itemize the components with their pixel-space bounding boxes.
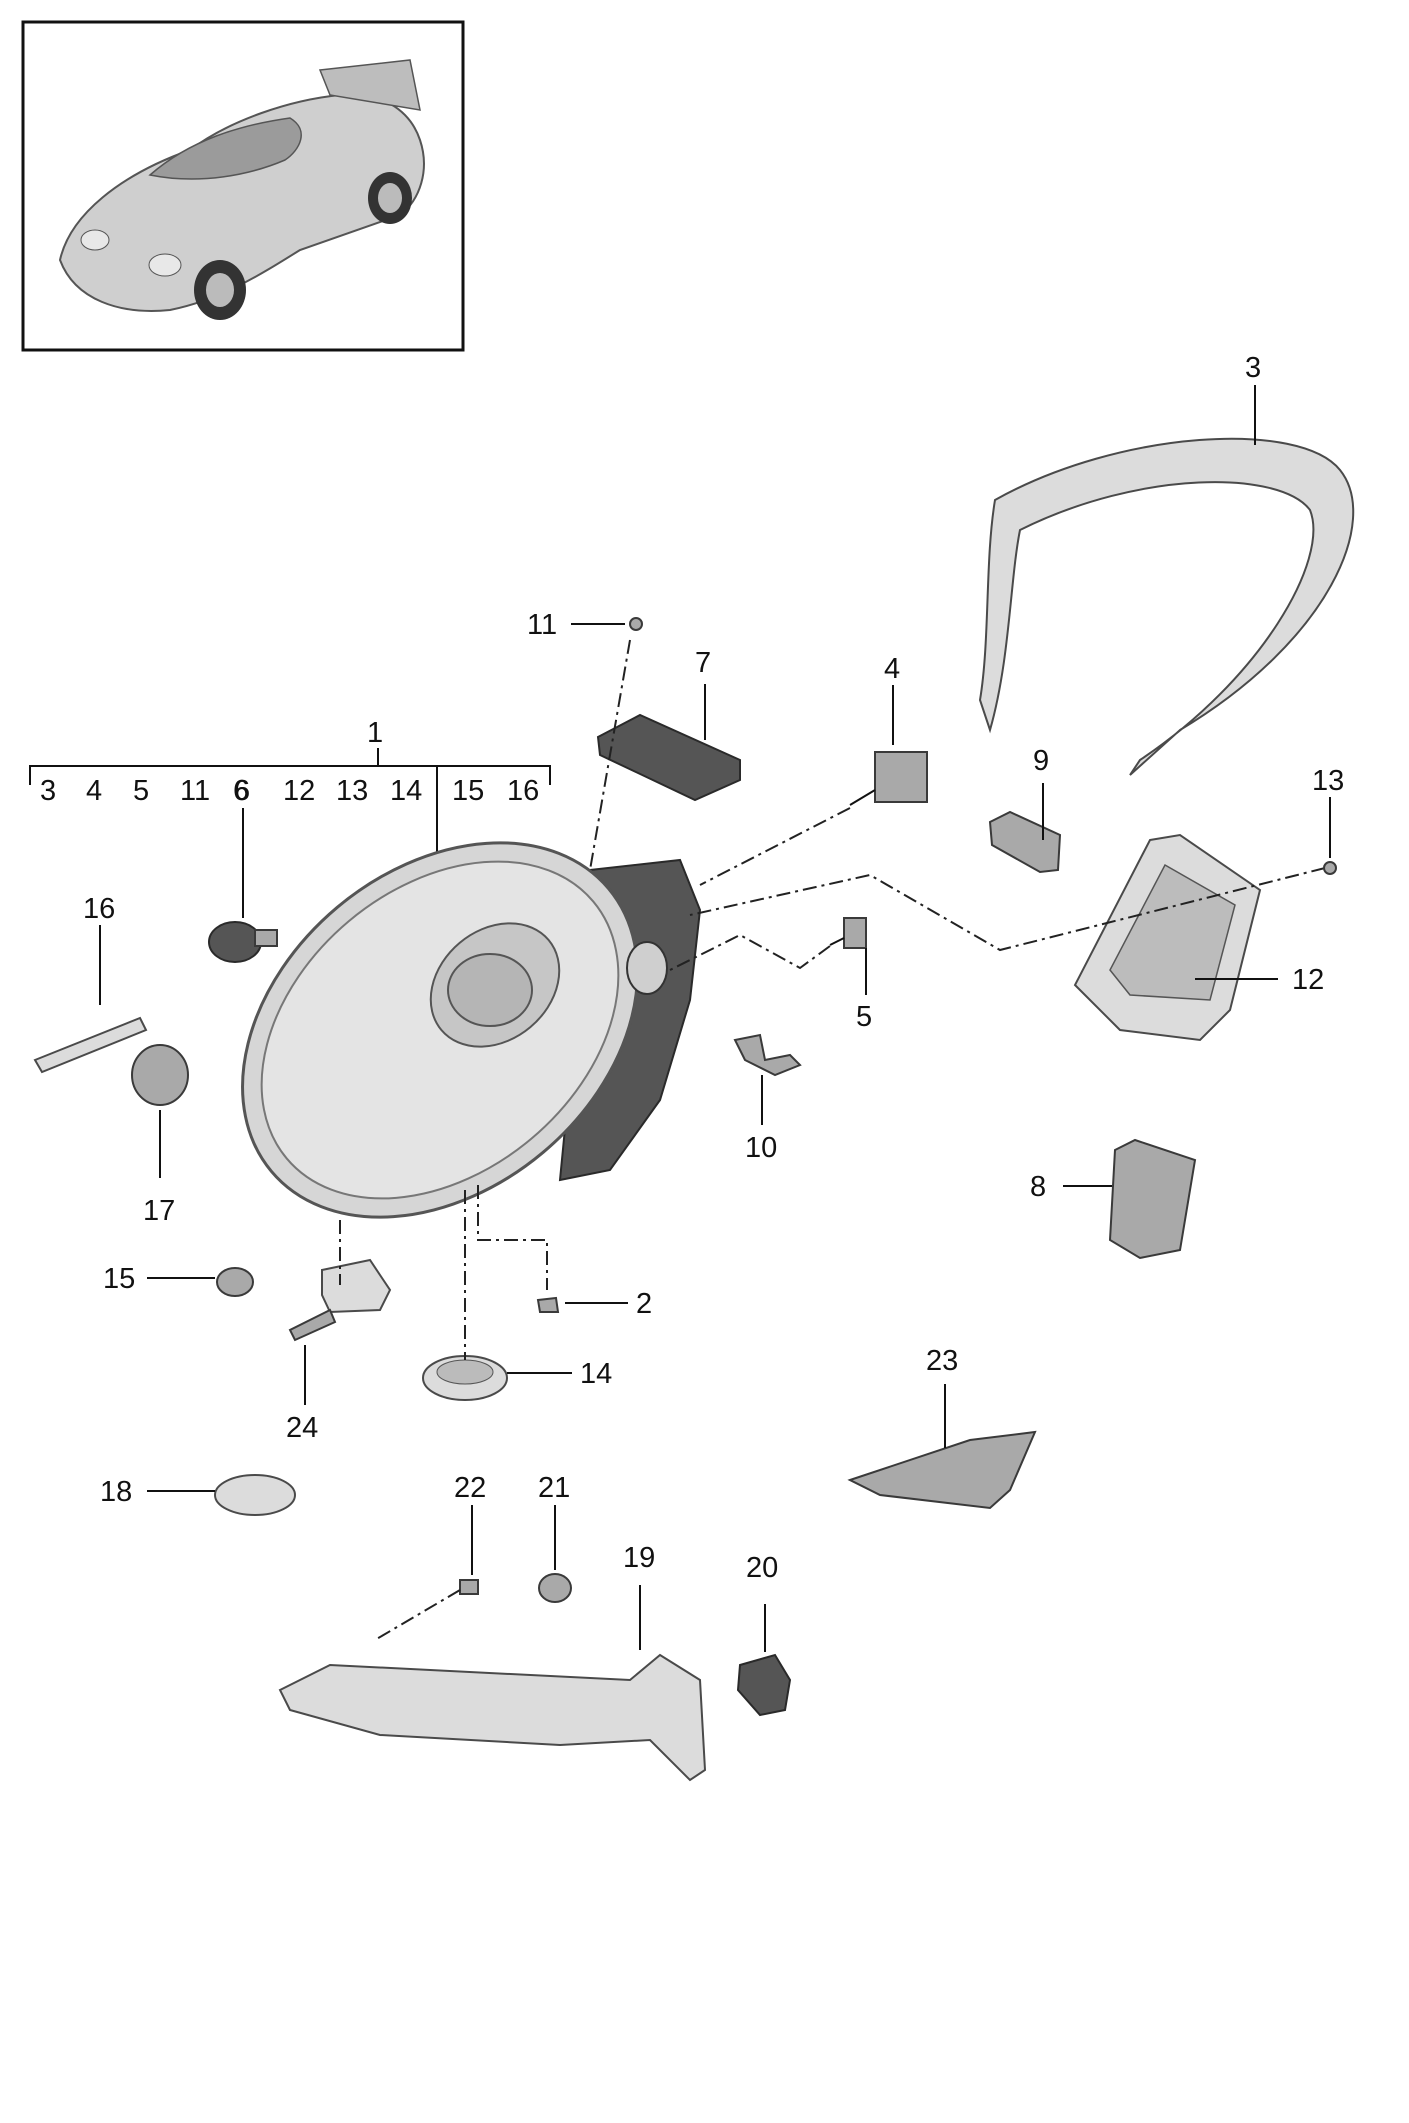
assembly-sublabel: 3 [40,775,56,807]
part-4-bulb[interactable] [849,751,928,806]
part-11-screw[interactable] [629,617,643,631]
callout-15: 15 [103,1263,135,1295]
part-5-bulb[interactable] [829,917,867,949]
callout-20: 20 [746,1552,778,1584]
part-6-actuator[interactable] [208,921,278,963]
part-22-screw[interactable] [459,1579,479,1595]
part-17-holder[interactable] [131,1044,189,1106]
part-19-light-strip[interactable] [278,1653,707,1782]
callout-11: 11 [527,609,557,641]
assembly-sublabel: 12 [283,775,315,807]
headlight-housing[interactable] [169,766,712,1294]
part-20-connector[interactable] [736,1653,792,1717]
callout-9: 9 [1033,745,1049,777]
part-10-connector[interactable] [733,1033,802,1077]
assembly-sublabel: 5 [133,775,149,807]
part-24-bracket[interactable] [288,1258,392,1342]
callout-22: 22 [454,1472,486,1504]
callout-19: 19 [623,1542,655,1574]
callout-24: 24 [286,1412,318,1444]
vehicle-thumbnail[interactable] [21,20,465,352]
assembly-bracket: 1 3 4 5 11 6 12 13 14 15 16 [29,717,551,890]
part-18-plug[interactable] [214,1474,296,1516]
callout-4: 4 [884,653,900,685]
callout-3: 3 [1245,352,1261,384]
assembly-sublabel: 13 [336,775,368,807]
callout-18: 18 [100,1476,132,1508]
part-16-clip[interactable] [33,1016,148,1074]
part-3-seal[interactable] [978,437,1355,776]
callout-23: 23 [926,1345,958,1377]
callout-10: 10 [745,1132,777,1164]
callout-12: 12 [1292,964,1324,996]
callout-21: 21 [538,1472,570,1504]
assembly-sublabel: 14 [390,775,422,807]
callout-8: 8 [1030,1171,1046,1203]
callout-17: 17 [143,1195,175,1227]
part-23-trim[interactable] [847,1430,1037,1510]
part-2-clip[interactable] [536,1296,560,1313]
assembly-sublabel: 15 [452,775,484,807]
assembly-sublabel: 4 [86,775,102,807]
part-21-nut[interactable] [538,1573,572,1603]
part-15-cap[interactable] [216,1267,254,1297]
assembly-sublabel: 11 [180,775,210,807]
assembly-sublabel: 6 [234,775,250,807]
callout-14: 14 [580,1358,612,1390]
assembly-sublabel: 16 [507,775,539,807]
part-8-module[interactable] [1108,1138,1197,1260]
callout-2: 2 [636,1288,652,1320]
callout-6: 6 [233,775,249,807]
part-7-control-unit[interactable] [596,713,741,802]
part-13-screw[interactable] [1323,861,1337,875]
callout-7: 7 [695,647,711,679]
callout-1: 1 [367,717,383,749]
callout-13: 13 [1312,765,1344,797]
part-9-bracket[interactable] [988,810,1062,874]
callout-5: 5 [856,1001,872,1033]
car-illustration-icon [58,59,425,320]
part-12-cover[interactable] [1073,833,1262,1042]
part-14-cap[interactable] [422,1355,508,1401]
callout-16: 16 [83,893,115,925]
